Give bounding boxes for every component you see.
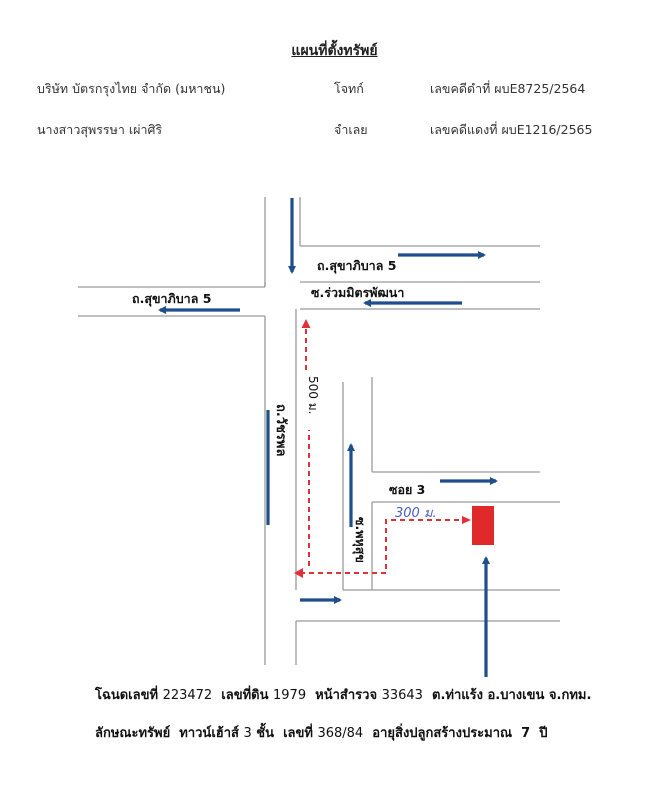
label-soi-ruam: ซ.ร่วมมิตรพัฒนา [311, 285, 404, 300]
road-lines [78, 197, 560, 665]
page-title: แผนที่ตั้งทรัพย์ [291, 43, 378, 59]
defendant-name: นางสาวสุพรรษา เผ่าศิริ [37, 122, 163, 137]
plaintiff-name: บริษัท บัตรกรุงไทย จำกัด (มหาชน) [37, 81, 226, 96]
red-case-number: เลขคดีแดงที่ ผบE1216/2565 [430, 122, 593, 137]
label-distance-300: 300 ม. [395, 506, 437, 521]
traffic-arrows [158, 198, 498, 677]
route-dashed [300, 319, 468, 574]
deed-number: 223472 [162, 688, 213, 703]
label-road-top-right: ถ.สุขาภิบาล 5 [317, 258, 396, 274]
land-number: 1979 [273, 688, 307, 703]
survey-number: 33643 [381, 688, 423, 703]
black-case-number: เลขคดีดำที่ ผบE8725/2564 [430, 81, 586, 96]
label-road-top-left: ถ.สุขาภิบาล 5 [132, 291, 211, 307]
route-arrow-head-1 [462, 516, 471, 524]
house-number: 368/84 [317, 726, 364, 741]
label-soi-vertical: ซ.พหุสุข [352, 517, 368, 563]
label-soi-3: ซอย 3 [389, 482, 425, 497]
route-arrow-head-2 [294, 568, 303, 578]
location-text: ต.ท่าแร้ง อ.บางเขน จ.กทม. [432, 688, 592, 703]
property-info-line: ลักษณะทรัพย์ ทาวน์เฮ้าส์ 3 ชั้น เลขที่ 3… [95, 726, 548, 741]
label-distance-500: 500 ม. [306, 376, 320, 414]
label-road-vertical: ถ.วัชรพล [273, 404, 288, 456]
defendant-role: จำเลย [334, 122, 368, 137]
plaintiff-role: โจทก์ [334, 81, 364, 96]
property-marker [472, 506, 494, 545]
deed-info-line: โฉนดเลขที่ 223472 เลขที่ดิน 1979 หน้าสำร… [95, 688, 592, 703]
